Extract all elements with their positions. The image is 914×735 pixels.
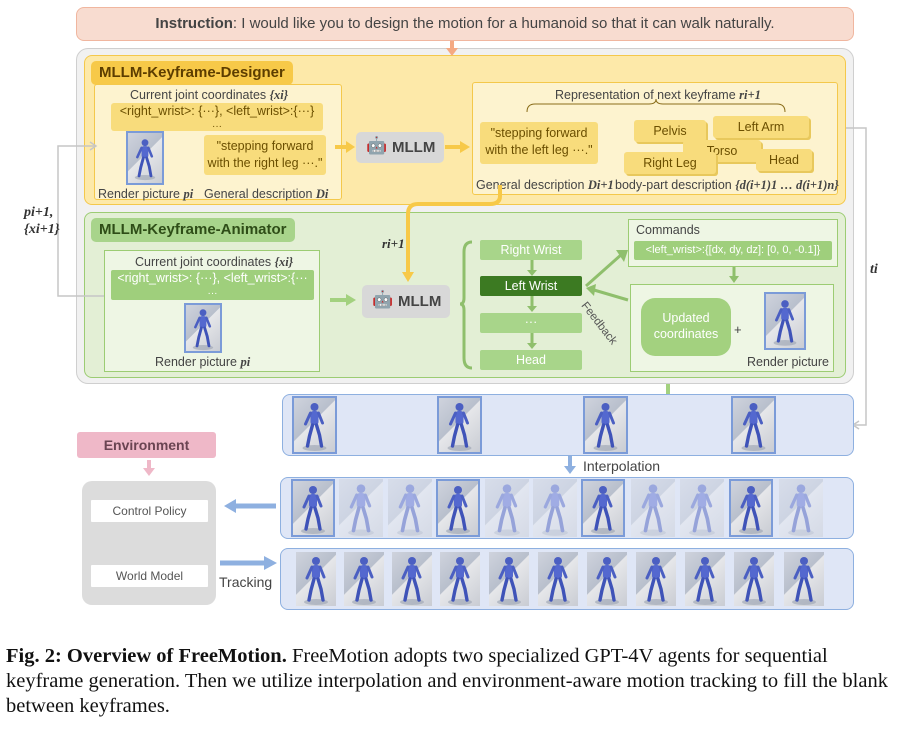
instruction-bar: Instruction: I would like you to design … [76,7,854,41]
flow-connectors [57,41,867,570]
joint-left-wrist: Left Wrist [480,276,582,296]
tracked-thumbnail [587,552,627,606]
part-card-pelvis: Pelvis [634,120,706,142]
command-text: <left_wrist>:{[dx, dy, dz]: [0, 0, -0.1]… [634,241,832,260]
next-desc-box: "stepping forward with the left leg ···.… [480,122,598,164]
figure-caption: Fig. 2: Overview of FreeMotion. FreeMoti… [6,644,910,719]
keyframe-thumbnail [731,396,776,454]
tracking-label: Tracking [219,574,273,590]
joint-head: Head [480,350,582,370]
animator-render-label: Render picture pi [155,355,251,369]
interpolated-thumbnail [339,479,383,537]
tracked-thumbnail [296,552,336,606]
tracked-thumbnail [344,552,384,606]
keyframe-thumbnail [291,479,335,537]
r-label: ri+1 [382,236,405,251]
commands-arrow [729,267,739,283]
part-card-left-arm: Left Arm [713,116,809,138]
animator-render-thumbnail [184,303,222,353]
environment-box: Environment [77,432,216,458]
keyframe-thumbnail [583,396,628,454]
commands-label: Commands [636,223,700,237]
tracked-thumbnail [392,552,432,606]
tracked-thumbnail [489,552,529,606]
tracked-thumbnail [734,552,774,606]
animator-title: MLLM-Keyframe-Animator [91,218,295,242]
interpolated-thumbnail [388,479,432,537]
part-card-head: Head [756,149,812,171]
tracked-thumbnail [440,552,480,606]
keyframe-thumbnail [729,479,773,537]
keyframe-thumbnail [436,479,480,537]
next-keyframe-brace [526,98,786,113]
designer-render-thumbnail [126,131,164,185]
interpolated-thumbnail [779,479,823,537]
joint-ellipsis: ··· [480,313,582,333]
next-general-desc-label: General description Di+1 [476,178,614,192]
keyframe-thumbnail [581,479,625,537]
tracked-thumbnail [538,552,578,606]
animator-coords-box: <right_wrist>: {···}, <left_wrist>:{··· … [111,270,314,300]
feedback-p-label: pi+1, [24,205,54,220]
animator-joint-label: Current joint coordinates {xi} [135,255,294,269]
designer-coords-box: <right_wrist>: {···}, <left_wrist>:{···}… [111,103,323,132]
keyframe-thumbnail [292,396,337,454]
instruction-label: Instruction [155,15,233,32]
t-label: ti [870,262,878,277]
joints-brace [460,240,473,370]
control-policy-box: Control Policy [91,500,208,522]
next-keyframe-title: Representation of next keyframe ri+1 [555,88,761,102]
designer-render-label: Render picture pi [98,187,194,201]
tracked-thumbnail [685,552,725,606]
animator-mllm-label: MLLM [398,293,442,310]
designer-joint-label: Current joint coordinates {xi} [130,88,289,102]
interpolated-thumbnail [631,479,675,537]
animator-mllm-block: 🤖 MLLM [362,285,450,318]
interpolated-thumbnail [533,479,577,537]
designer-desc-box: "stepping forward with the right leg ···… [204,135,326,175]
caption-text: FreeMotion adopts two specialized GPT-4V… [6,645,888,717]
designer-general-desc-label: General description Di [204,187,329,201]
designer-mllm-block: 🤖 MLLM [356,132,444,163]
joint-right-wrist: Right Wrist [480,240,582,260]
updated-render-thumbnail [764,292,806,350]
tracked-thumbnail [636,552,676,606]
plus-sign: + [734,322,742,337]
robot-icon: 🤖 [372,290,394,309]
updated-coordinates-box: Updated coordinates [641,298,731,356]
caption-title: Fig. 2: Overview of FreeMotion. [6,645,287,667]
feedback-x-label: {xi+1} [24,222,60,237]
interpolated-thumbnail [680,479,724,537]
instruction-text: : I would like you to design the motion … [232,15,775,32]
updated-render-label: Render picture [747,355,829,369]
keyframe-thumbnail [437,396,482,454]
joint-chain-arrows [527,260,537,349]
robot-icon: 🤖 [366,136,388,155]
world-model-box: World Model [91,565,208,587]
interpolation-label: Interpolation [583,458,661,474]
tracked-thumbnail [784,552,824,606]
command-feedback-arrows [585,250,629,302]
body-part-desc-label: body-part description {d(i+1)1 … d(i+1)n… [615,178,839,192]
interpolated-thumbnail [485,479,529,537]
designer-title: MLLM-Keyframe-Designer [91,61,293,85]
designer-mllm-label: MLLM [392,139,436,156]
part-card-right-leg: Right Leg [624,152,716,174]
